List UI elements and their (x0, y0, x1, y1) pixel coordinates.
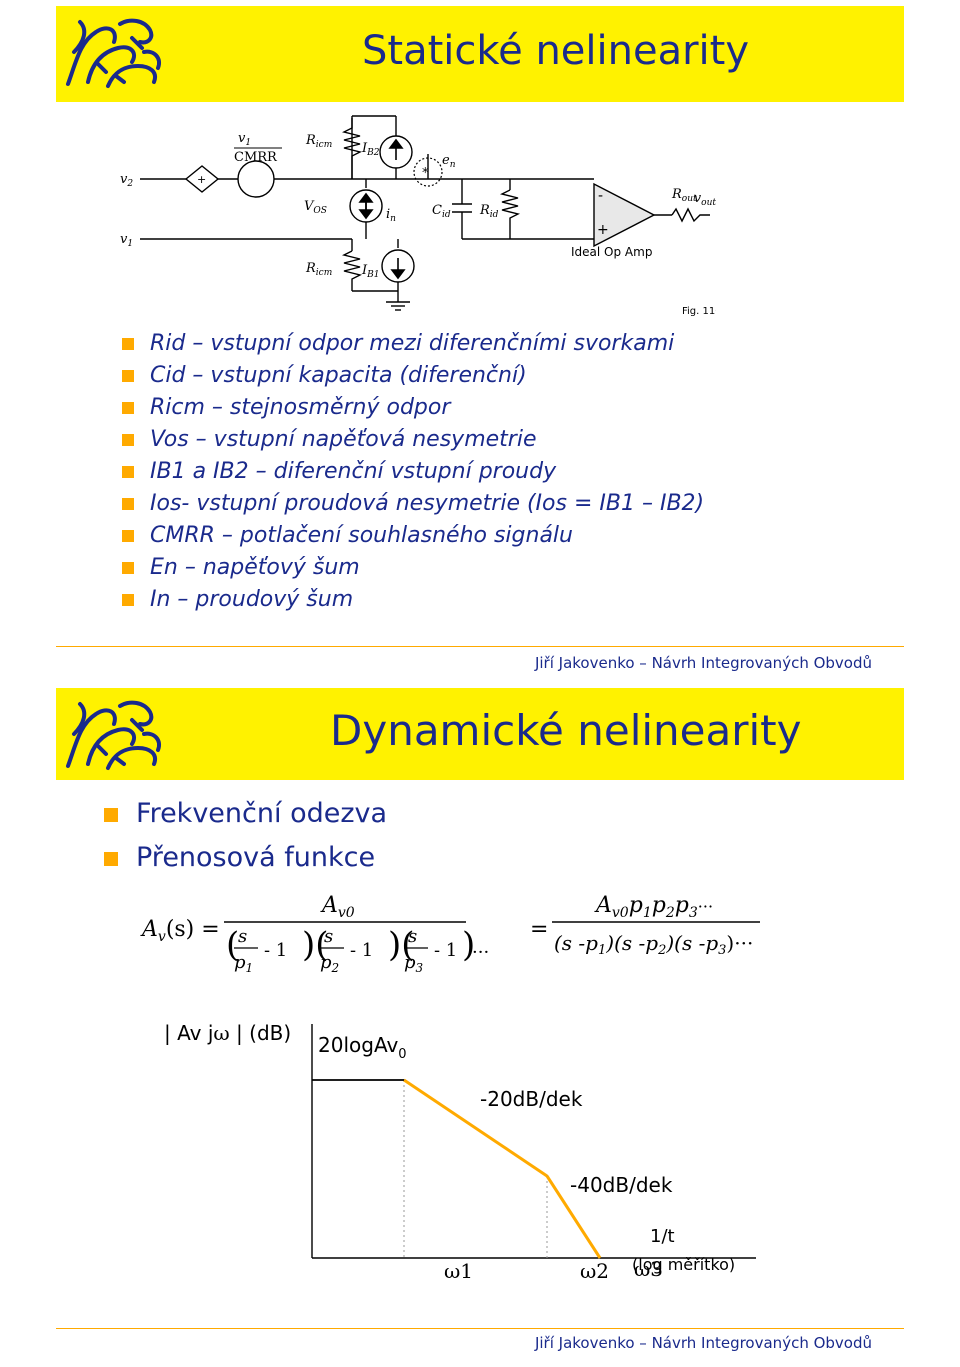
list-item: Vos – vstupní napěťová nesymetrie (122, 424, 704, 456)
label-en: en (442, 153, 456, 170)
label-rid: Rid (479, 203, 499, 220)
university-logo (66, 18, 161, 88)
label-cid: Cid (432, 203, 451, 220)
list-item: En – napěťový šum (122, 552, 704, 584)
omega3-label: ω3 (634, 1257, 663, 1281)
transfer-function-formula: Av(s) = Av0 ( s p1 - 1 )( s p2 - 1 )( s … (140, 893, 760, 975)
opamp-model-circuit: v1 CMRR v2 v1 Ricm IB2 VOS en in Cid Rid… (120, 115, 716, 316)
label-cmrr: CMRR (234, 150, 278, 165)
dc-gain-label: 20logAv0 (318, 1033, 407, 1062)
bullet-icon (122, 402, 134, 414)
title-bar (56, 688, 904, 780)
label-rout: Rout (671, 187, 697, 204)
bullet-icon (122, 530, 134, 542)
label-v1: v1 (120, 232, 133, 249)
label-ricm-bottom: Ricm (305, 261, 332, 278)
list-item: Přenosová funkce (104, 836, 387, 880)
formula-lhs: Av(s) = (140, 917, 220, 945)
list-item: Cid – vstupní kapacita (diferenční) (122, 360, 704, 392)
label-ideal-opamp: Ideal Op Amp (571, 245, 652, 259)
slide-dynamic-nonlinearities: Dynamické nelinearity Frekvenční odezva … (56, 688, 904, 1360)
frac1-p: p1 (234, 952, 253, 975)
opamp-minus: - (598, 188, 603, 204)
slope-20db-segment (403, 1078, 548, 1178)
bullet-icon (104, 852, 118, 866)
footer-divider (56, 1328, 904, 1329)
label-in: in (386, 207, 396, 224)
slide-title: Statické nelinearity (362, 28, 750, 74)
formula-equals: = (530, 917, 548, 942)
slide-static-nonlinearities: Statické nelinearity (56, 6, 904, 676)
topic-list: Frekvenční odezva Přenosová funkce (104, 792, 387, 880)
bullet-icon (122, 466, 134, 478)
title-bar (56, 6, 904, 102)
list-item: Rid – vstupní odpor mezi diferenčními sv… (122, 328, 704, 360)
opamp-plus: + (597, 222, 609, 238)
frac3-s: s (408, 926, 417, 947)
parameter-list: Rid – vstupní odpor mezi diferenčními sv… (122, 328, 704, 616)
omega1-label: ω1 (444, 1259, 473, 1283)
label-ib2: IB2 (361, 141, 380, 158)
bode-magnitude-plot: | Av jω | (dB) 20logAv0 -20dB/dek -40dB/… (164, 1021, 756, 1283)
bullet-icon (104, 808, 118, 822)
list-item: Ricm – stejnosměrný odpor (122, 392, 704, 424)
list-item: In – proudový šum (122, 584, 704, 616)
label-v1-over-cmrr: v1 (238, 131, 251, 148)
y-axis-label: | Av jω | (dB) (164, 1021, 291, 1045)
noise-star: * (422, 166, 429, 181)
slope-20db-label: -20dB/dek (480, 1087, 583, 1111)
bullet-icon (122, 498, 134, 510)
list-item: IB1 a IB2 – diferenční vstupní proudy (122, 456, 704, 488)
bullet-icon (122, 434, 134, 446)
footer-author: Jiří Jakovenko – Návrh Integrovaných Obv… (534, 654, 872, 672)
x-scale-label: (log měřítko) (632, 1255, 735, 1274)
bullet-icon (122, 338, 134, 350)
slope-40db-label: -40dB/dek (570, 1173, 673, 1197)
list-item: Frekvenční odezva (104, 792, 387, 836)
label-vos: VOS (304, 199, 327, 216)
paren-close: )( (302, 925, 329, 965)
paren-close-2: )( (388, 925, 415, 965)
label-ib1: IB1 (361, 263, 379, 280)
slope-40db-segment (545, 1175, 602, 1259)
label-ricm-top: Ricm (305, 133, 332, 150)
bullet-icon (122, 562, 134, 574)
formula-numerator: Av0 (320, 893, 355, 921)
label-vout: vout (694, 191, 716, 208)
slide-title: Dynamické nelinearity (330, 706, 802, 755)
paren-open: ( (226, 925, 239, 965)
figure-number: Fig. 110-05 (682, 306, 716, 316)
label-v2: v2 (120, 172, 133, 189)
list-item: Ios- vstupní proudová nesymetrie (Ios = … (122, 488, 704, 520)
frac3-p: p3 (404, 952, 424, 975)
frac2-minus1: - 1 (350, 940, 373, 961)
bullet-icon (122, 370, 134, 382)
formula-denominator-2: (s -p1)(s -p2)(s -p3)··· (554, 931, 753, 958)
x-top-label: 1/t (650, 1226, 675, 1247)
omega2-label: ω2 (580, 1259, 609, 1283)
footer-divider (56, 646, 904, 647)
cmrr-plus: + (197, 173, 206, 186)
formula-numerator-2: Av0p1p2p3··· (594, 893, 713, 921)
university-logo (66, 700, 161, 770)
footer-author: Jiří Jakovenko – Návrh Integrovaných Obv… (534, 1334, 872, 1352)
frac3-minus1: - 1 (434, 940, 457, 961)
formula-dots: ··· (472, 942, 489, 963)
bullet-icon (122, 594, 134, 606)
frac2-p: p2 (320, 952, 339, 975)
frac1-minus1: - 1 (264, 940, 287, 961)
frac1-s: s (238, 926, 247, 947)
paren-close-3: ) (462, 925, 475, 965)
list-item: CMRR – potlačení souhlasného signálu (122, 520, 704, 552)
frac2-s: s (324, 926, 333, 947)
